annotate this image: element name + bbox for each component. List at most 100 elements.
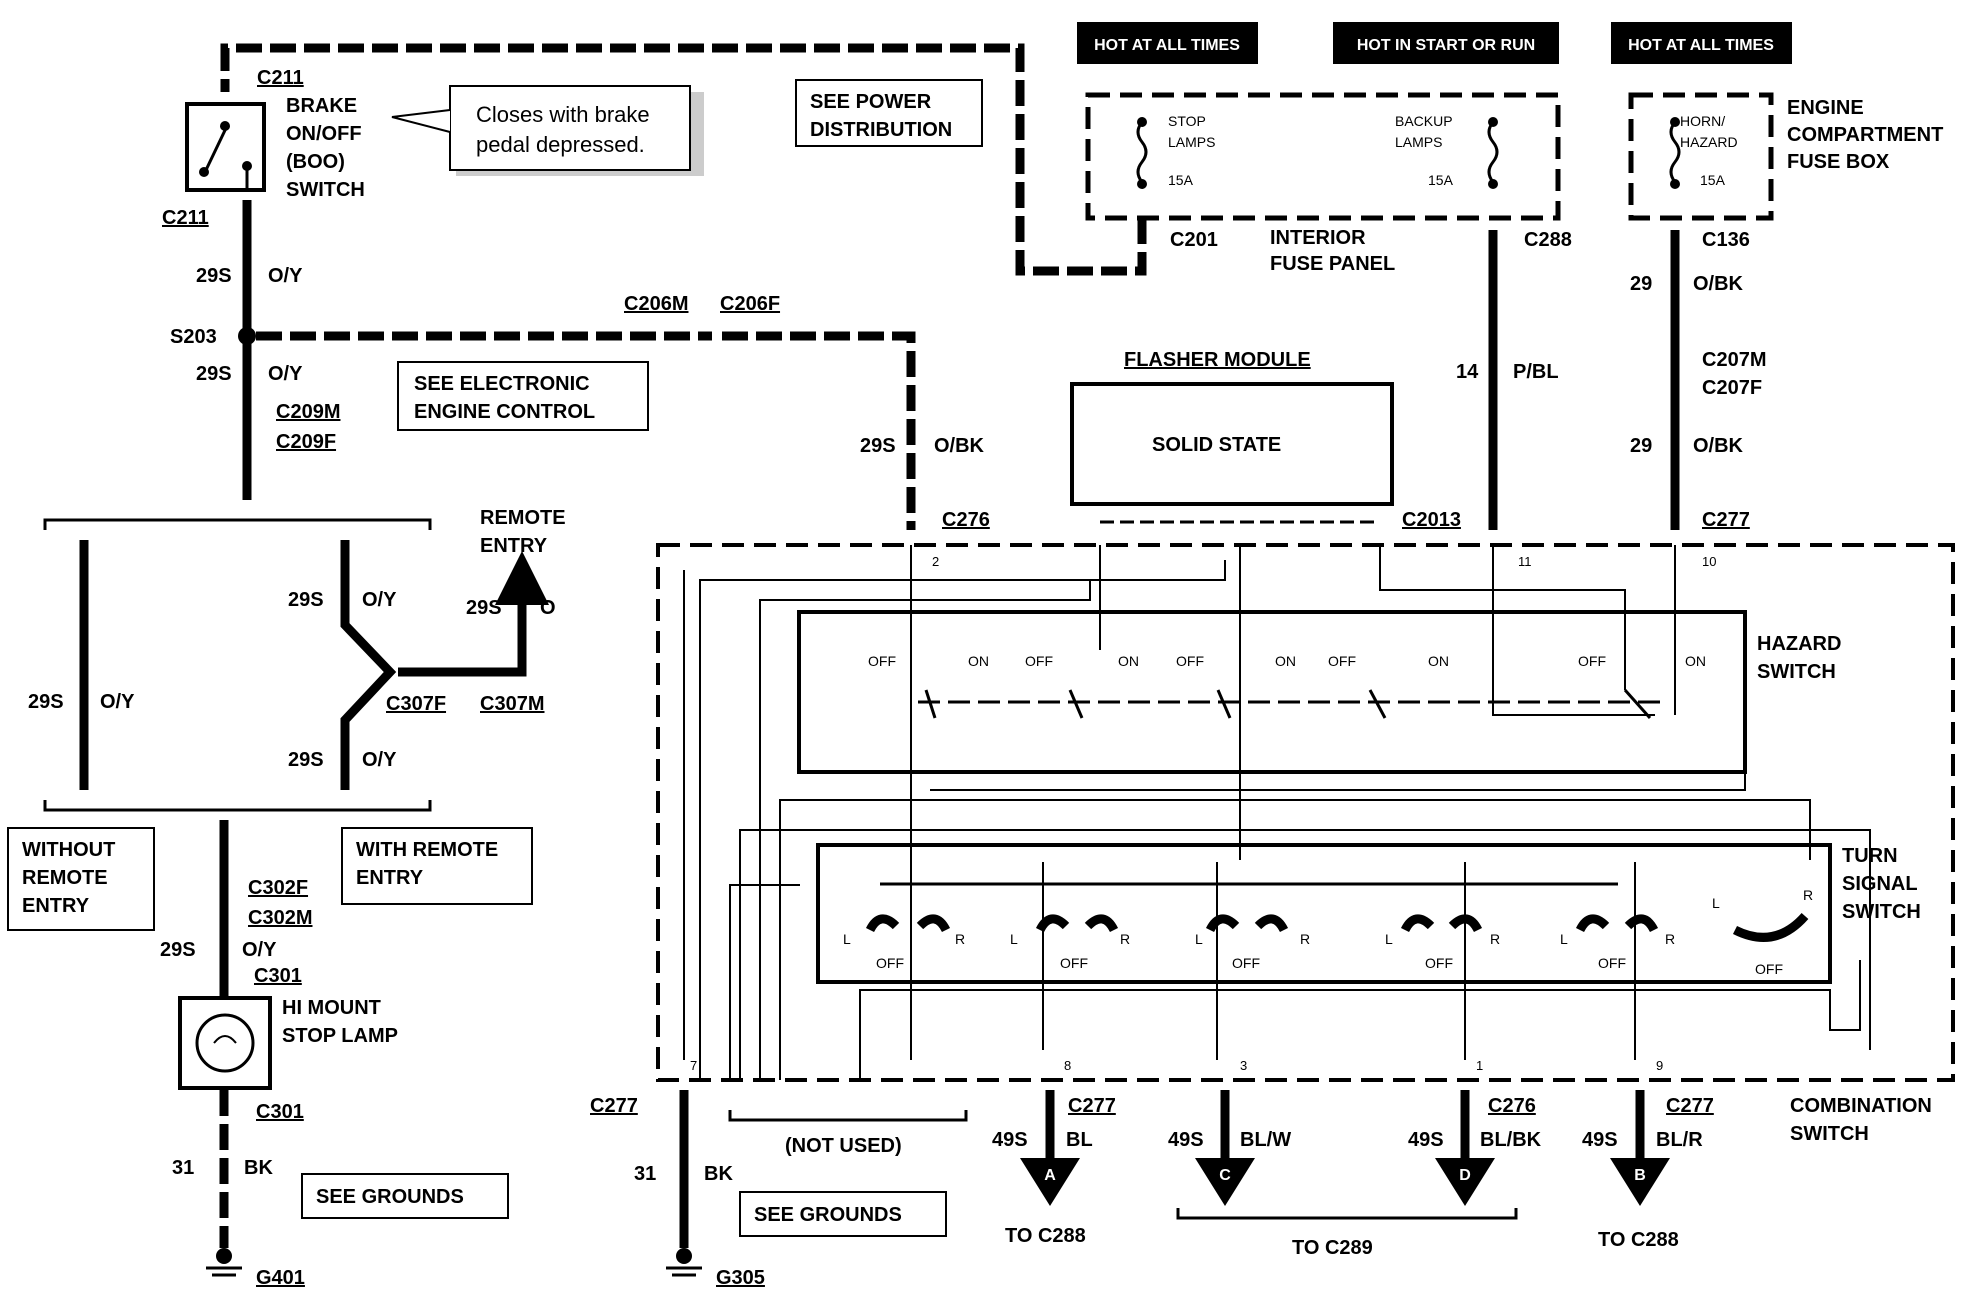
svg-text:LAMPS: LAMPS (1168, 134, 1215, 150)
brake-switch-power-wire (220, 43, 1147, 276)
svg-text:SWITCH: SWITCH (286, 179, 365, 201)
svg-text:O/BK: O/BK (1693, 435, 1744, 457)
svg-text:TO C288: TO C288 (1598, 1229, 1679, 1251)
svg-text:O/Y: O/Y (100, 691, 135, 713)
connector-c201: C201 (1170, 229, 1218, 251)
svg-text:L: L (1385, 931, 1393, 947)
svg-text:15A: 15A (1168, 172, 1194, 188)
svg-text:D: D (1459, 1167, 1471, 1184)
svg-text:14: 14 (1456, 361, 1479, 383)
output-b: B C277 49S BL/R TO C288 (1582, 1090, 1714, 1251)
svg-text:29S: 29S (466, 597, 502, 619)
svg-text:LAMPS: LAMPS (1395, 134, 1442, 150)
svg-text:29S: 29S (288, 589, 324, 611)
without-remote-entry-box: WITHOUT REMOTE ENTRY (7, 827, 155, 931)
svg-text:49S: 49S (992, 1129, 1028, 1151)
hi-mount-stop-lamp-icon (178, 996, 272, 1090)
svg-text:DISTRIBUTION: DISTRIBUTION (810, 119, 952, 141)
svg-text:L: L (1712, 895, 1720, 911)
svg-text:ENTRY: ENTRY (356, 867, 424, 889)
svg-text:R: R (1120, 931, 1130, 947)
svg-text:HAZARD: HAZARD (1757, 633, 1841, 655)
brake-on-off-switch (185, 102, 266, 192)
svg-text:SEE ELECTRONIC: SEE ELECTRONIC (414, 373, 590, 395)
svg-text:BRAKE: BRAKE (286, 95, 357, 117)
svg-text:L: L (1010, 931, 1018, 947)
svg-text:ON: ON (1275, 653, 1296, 669)
ground-g401-icon (206, 1248, 242, 1277)
flasher-module: SOLID STATE (1070, 382, 1394, 506)
svg-text:C209F: C209F (276, 431, 336, 453)
svg-text:TO C288: TO C288 (1005, 1225, 1086, 1247)
svg-text:OFF: OFF (1025, 653, 1053, 669)
svg-text:WITH REMOTE: WITH REMOTE (356, 839, 498, 861)
see-grounds-box-left: SEE GROUNDS (301, 1173, 509, 1219)
svg-text:7: 7 (690, 1058, 697, 1073)
svg-text:HOT AT ALL TIMES: HOT AT ALL TIMES (1628, 37, 1774, 54)
engine-compartment-fuse-box: HORN/ HAZARD 15A ENGINE COMPARTMENT FUSE… (1628, 92, 1943, 221)
svg-text:C277: C277 (1068, 1095, 1116, 1117)
svg-text:1: 1 (1476, 1058, 1483, 1073)
svg-text:SIGNAL: SIGNAL (1842, 873, 1918, 895)
svg-text:OFF: OFF (1578, 653, 1606, 669)
svg-text:OFF: OFF (876, 955, 904, 971)
svg-text:C307F: C307F (386, 693, 446, 715)
svg-text:C206M: C206M (624, 293, 688, 315)
svg-text:ENGINE: ENGINE (1787, 97, 1864, 119)
turn-signal-switch: TURN SIGNAL SWITCH L R OFF L R OFF L R O… (816, 843, 1921, 984)
svg-text:HORN/: HORN/ (1680, 113, 1725, 129)
svg-text:C277: C277 (1666, 1095, 1714, 1117)
hot-at-all-times-header-2: HOT AT ALL TIMES (1611, 22, 1792, 64)
svg-text:L: L (1560, 931, 1568, 947)
svg-text:O/Y: O/Y (268, 363, 303, 385)
svg-text:SEE GROUNDS: SEE GROUNDS (754, 1204, 902, 1226)
svg-text:O/Y: O/Y (268, 265, 303, 287)
svg-text:WITHOUT: WITHOUT (22, 839, 115, 861)
svg-text:9: 9 (1656, 1058, 1663, 1073)
not-used-label: (NOT USED) (785, 1135, 902, 1157)
svg-text:15A: 15A (1428, 172, 1454, 188)
svg-text:C302M: C302M (248, 907, 312, 929)
svg-text:P/BL: P/BL (1513, 361, 1559, 383)
brake-switch-callout: Closes with brake pedal depressed. (391, 85, 704, 176)
svg-text:29: 29 (1630, 435, 1652, 457)
svg-text:C276: C276 (1488, 1095, 1536, 1117)
brake-switch-connector-top: C211 (257, 67, 304, 89)
svg-text:BL/BK: BL/BK (1480, 1129, 1542, 1151)
see-electronic-engine-control-box: SEE ELECTRONIC ENGINE CONTROL (397, 361, 649, 431)
svg-text:OFF: OFF (1425, 955, 1453, 971)
svg-text:SWITCH: SWITCH (1842, 901, 1921, 923)
svg-text:SOLID STATE: SOLID STATE (1152, 434, 1281, 456)
svg-text:ENTRY: ENTRY (480, 535, 548, 557)
svg-text:BL/R: BL/R (1656, 1129, 1703, 1151)
svg-text:29: 29 (1630, 273, 1652, 295)
svg-text:O/Y: O/Y (362, 589, 397, 611)
svg-text:REMOTE: REMOTE (22, 867, 108, 889)
svg-text:C209M: C209M (276, 401, 340, 423)
svg-text:INTERIOR: INTERIOR (1270, 227, 1366, 249)
flasher-module-title: FLASHER MODULE (1124, 349, 1311, 371)
svg-text:O/Y: O/Y (242, 939, 277, 961)
svg-text:8: 8 (1064, 1058, 1071, 1073)
svg-text:ENGINE CONTROL: ENGINE CONTROL (414, 401, 595, 423)
svg-text:OFF: OFF (1232, 955, 1260, 971)
svg-text:29S: 29S (196, 265, 232, 287)
svg-text:A: A (1044, 1167, 1056, 1184)
svg-text:OFF: OFF (1755, 961, 1783, 977)
svg-text:R: R (1490, 931, 1500, 947)
hazard-switch: HAZARD SWITCH OFF ON OFF ON OFF ON OFF O… (797, 610, 1841, 774)
svg-text:FUSE PANEL: FUSE PANEL (1270, 253, 1395, 275)
svg-text:29S: 29S (28, 691, 64, 713)
svg-text:O/Y: O/Y (362, 749, 397, 771)
svg-text:2: 2 (932, 554, 939, 569)
svg-text:REMOTE: REMOTE (480, 507, 566, 529)
combination-switch-outline (656, 543, 1955, 1082)
with-remote-entry-box: WITH REMOTE ENTRY (341, 827, 533, 905)
svg-text:C277: C277 (590, 1095, 638, 1117)
svg-text:OFF: OFF (1176, 653, 1204, 669)
svg-text:31: 31 (172, 1157, 194, 1179)
svg-text:FUSE BOX: FUSE BOX (1787, 151, 1890, 173)
connector-c288: C288 (1524, 229, 1572, 251)
svg-text:C307M: C307M (480, 693, 544, 715)
svg-text:Closes with brake: Closes with brake (476, 102, 650, 127)
